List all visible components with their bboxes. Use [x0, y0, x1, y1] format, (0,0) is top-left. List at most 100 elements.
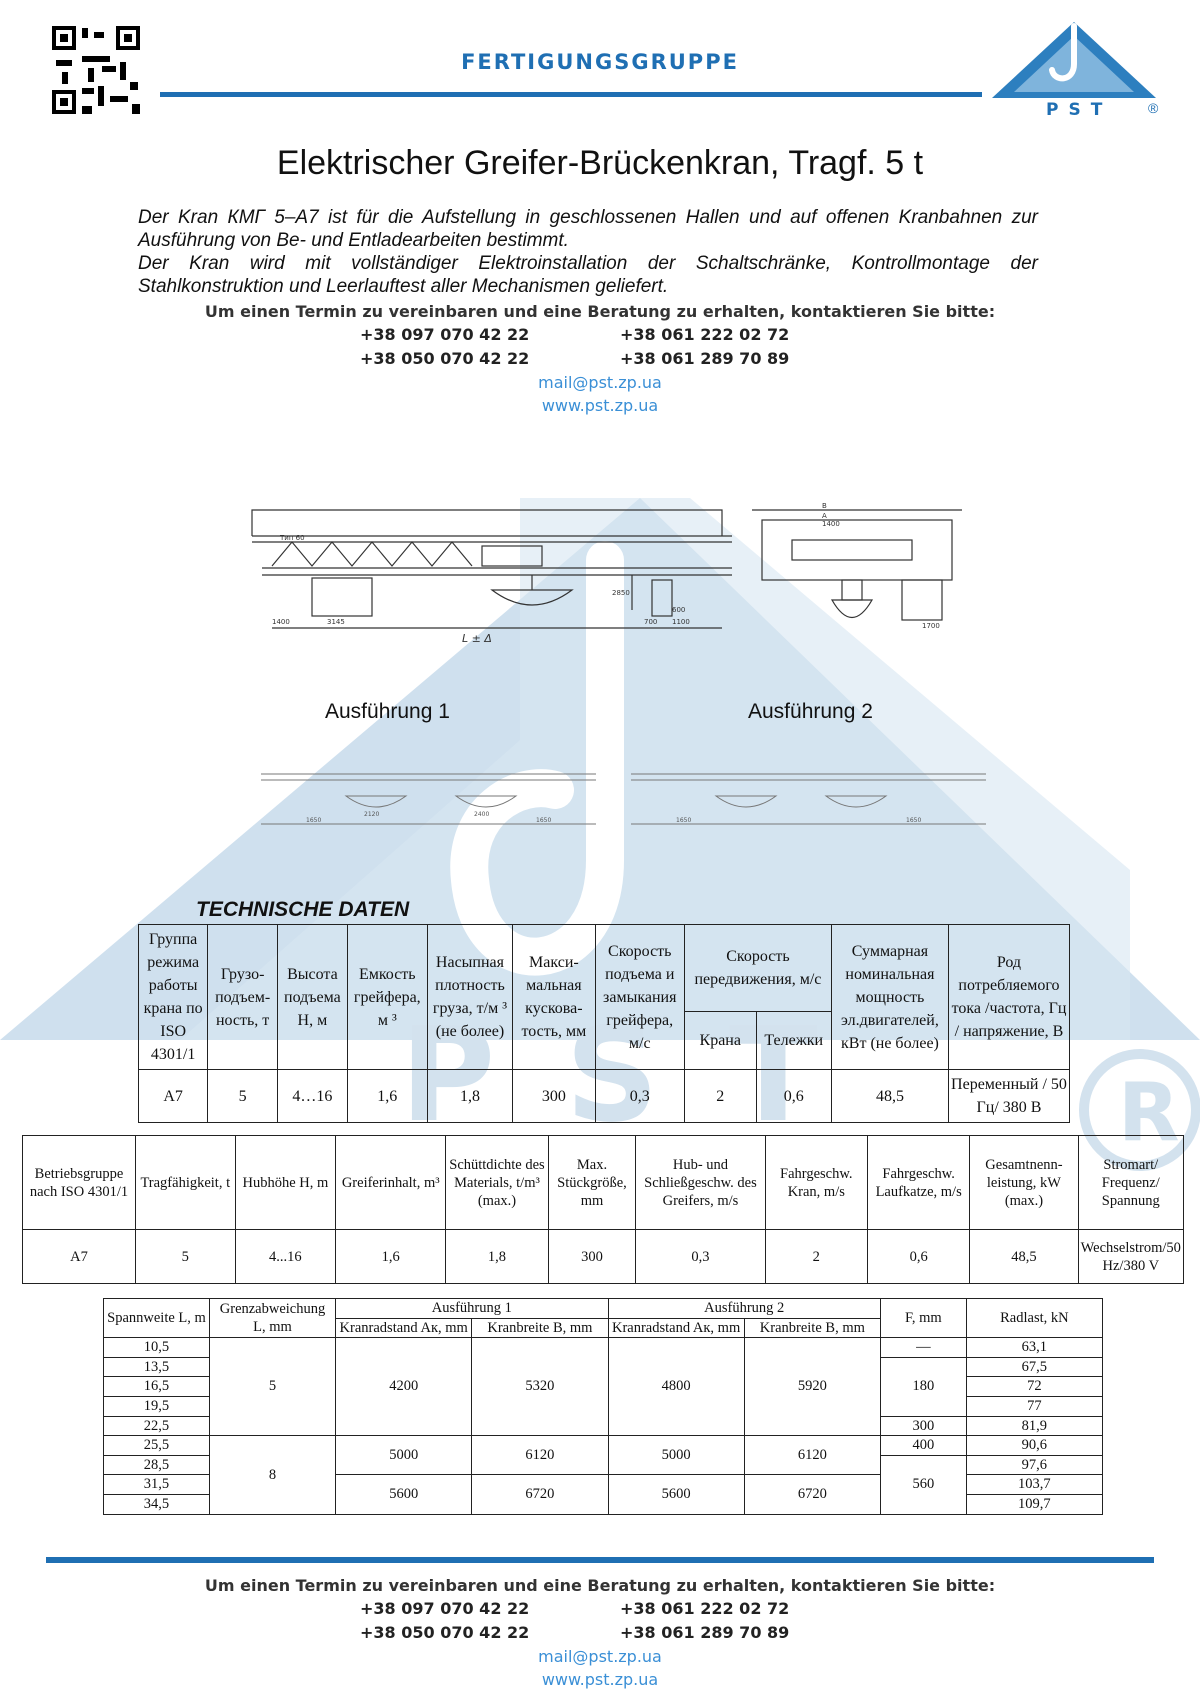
phone-link[interactable]: +38 097 070 42 22 [360, 1599, 530, 1618]
logo-text: PST [1046, 100, 1113, 120]
table-header: Kranradstand Aк, mm [335, 1317, 473, 1339]
tech-table-ru: Группа режима работы крана по ISO 4301/1… [137, 924, 1071, 1123]
table-row: 16,5 72 [103, 1376, 1104, 1397]
table-header: Kranbreite B, mm [743, 1317, 881, 1339]
table-row: 28,5 560 97,6 [103, 1454, 1104, 1515]
phone-link[interactable]: +38 061 289 70 89 [620, 1623, 790, 1642]
table-cell: 0,6 [755, 1069, 832, 1123]
contact-block-top: Um einen Termin zu vereinbaren und eine … [0, 302, 1200, 417]
table-header: Tragfähigkeit, t [134, 1135, 236, 1230]
svg-text:A: A [822, 512, 827, 520]
svg-text:1650: 1650 [906, 817, 921, 824]
phone-link[interactable]: +38 061 289 70 89 [620, 349, 790, 368]
header-title: FERTIGUNGSGRUPPE [461, 50, 739, 74]
table-cell: 1,6 [346, 1069, 428, 1123]
svg-text:B: B [822, 502, 827, 510]
svg-text:1650: 1650 [536, 817, 551, 824]
table-cell: 5600 [607, 1474, 745, 1515]
table-cell: 31,5 [103, 1474, 210, 1495]
table-cell: 63,1 [965, 1337, 1104, 1358]
contact-lead: Um einen Termin zu vereinbaren und eine … [204, 1576, 996, 1595]
table-cell: А7 [137, 1069, 209, 1123]
svg-text:3145: 3145 [327, 618, 345, 626]
table-cell: 180 [879, 1356, 967, 1417]
table-header: Скорость подъема и замыкания грейфера, м… [594, 924, 685, 1070]
website-link[interactable]: www.pst.zp.ua [541, 1670, 659, 1689]
svg-text:1400: 1400 [272, 618, 290, 626]
table-header: Radlast, kN [965, 1297, 1104, 1339]
table-row: 34,5 109,7 [103, 1493, 1104, 1515]
table-cell: 0,3 [635, 1229, 766, 1284]
table-header: Род потребляемого тока /частота, Гц / на… [947, 924, 1071, 1070]
phone-link[interactable]: +38 061 222 02 72 [620, 325, 790, 344]
table-row: 31,5 5600 6720 5600 6720 103,7 [103, 1474, 1104, 1515]
table-cell: 2 [764, 1229, 868, 1284]
table-header: Макси-мальная кускова-тость, мм [512, 924, 596, 1070]
table-cell: 5920 [743, 1337, 881, 1437]
table-cell: 8 [208, 1435, 337, 1515]
svg-text:600: 600 [672, 606, 685, 614]
svg-text:2400: 2400 [474, 811, 489, 818]
table-cell: 1,8 [445, 1229, 549, 1284]
pst-logo [992, 22, 1156, 98]
table-cell: 5 [208, 1337, 337, 1437]
table-header: Betriebsgruppe nach ISO 4301/1 [22, 1135, 136, 1230]
technical-data-title: TECHNISCHE DATEN [196, 898, 410, 921]
table-cell: 4…16 [276, 1069, 348, 1123]
phone-list: +38 097 070 42 22 +38 061 222 02 72 +38 … [0, 323, 1200, 371]
table-cell: 300 [512, 1069, 596, 1123]
table-cell: 300 [879, 1415, 967, 1437]
qr-code [52, 26, 140, 114]
variant-1-label: Ausführung 1 [325, 700, 450, 723]
table-row: 22,5 300 81,9 [103, 1415, 1104, 1437]
table-cell: 0,3 [594, 1069, 685, 1123]
table-cell: 4800 [607, 1337, 745, 1437]
table-header: Fahrgeschw. Kran, m/s [764, 1135, 868, 1230]
table-header: Емкость грейфера, м ³ [346, 924, 428, 1070]
table-header: Скорость передвижения, м/с [683, 924, 832, 1012]
email-link[interactable]: mail@pst.zp.ua [538, 1647, 662, 1666]
table-header: Greiferinhalt, m³ [335, 1135, 447, 1230]
table-cell: 6120 [471, 1435, 609, 1476]
span-table: Spannweite L, m Grenzabweichung L, mm Au… [103, 1297, 1104, 1515]
phone-link[interactable]: +38 097 070 42 22 [360, 325, 530, 344]
table-header: Kranradstand Aк, mm [607, 1317, 745, 1339]
table-cell: 6720 [743, 1474, 881, 1515]
table-header: Max. Stückgröße, mm [547, 1135, 637, 1230]
table-cell: 2 [683, 1069, 757, 1123]
website-link[interactable]: www.pst.zp.ua [541, 396, 659, 415]
table-row: 13,5 180 67,5 [103, 1356, 1104, 1417]
table-cell: 4200 [335, 1337, 473, 1437]
table-cell: 5600 [335, 1474, 473, 1515]
phone-link[interactable]: +38 061 222 02 72 [620, 1599, 790, 1618]
table-cell: 48,5 [969, 1229, 1079, 1284]
svg-text:1100: 1100 [672, 618, 690, 626]
table-cell: 109,7 [965, 1493, 1104, 1515]
crane-drawing: 1400 3145 L ± Δ B A 1400 700 1100 600 28… [251, 502, 962, 645]
table-header: Ausführung 1 [335, 1298, 609, 1319]
svg-text:2120: 2120 [364, 811, 379, 818]
tech-table-de: Betriebsgruppe nach ISO 4301/1 Tragfähig… [22, 1135, 1185, 1284]
contact-block-bottom: Um einen Termin zu vereinbaren und eine … [0, 1576, 1200, 1691]
table-header: Суммарная номинальная мощность эл.двигат… [830, 924, 949, 1070]
variant-drawings: 1650 2120 2400 1650 1650 1650 [261, 773, 986, 825]
table-cell: 97,6 [965, 1454, 1104, 1476]
table-cell: — [879, 1337, 967, 1358]
phone-link[interactable]: +38 050 070 42 22 [360, 349, 530, 368]
table-cell: 77 [965, 1395, 1104, 1417]
svg-text:Тип 60: Тип 60 [279, 534, 305, 542]
table-cell: 4...16 [234, 1229, 337, 1284]
table-cell: 48,5 [830, 1069, 949, 1123]
phone-link[interactable]: +38 050 070 42 22 [360, 1623, 530, 1642]
email-link[interactable]: mail@pst.zp.ua [538, 373, 662, 392]
table-header: Stromart/ Frequenz/ Spannung [1077, 1135, 1185, 1230]
table-header: F, mm [879, 1297, 967, 1339]
table-row: 25,5 8 5000 6120 5000 6120 400 90,6 [103, 1435, 1104, 1515]
table-cell: 300 [547, 1229, 637, 1284]
page-title: Elektrischer Greifer-Brückenkran, Tragf.… [276, 144, 924, 182]
table-cell: Wechselstrom/50 Hz/380 V [1077, 1229, 1185, 1284]
svg-text:1650: 1650 [676, 817, 691, 824]
table-cell: 400 [879, 1435, 967, 1456]
table-cell: 6120 [743, 1435, 881, 1476]
svg-text:700: 700 [644, 618, 657, 626]
